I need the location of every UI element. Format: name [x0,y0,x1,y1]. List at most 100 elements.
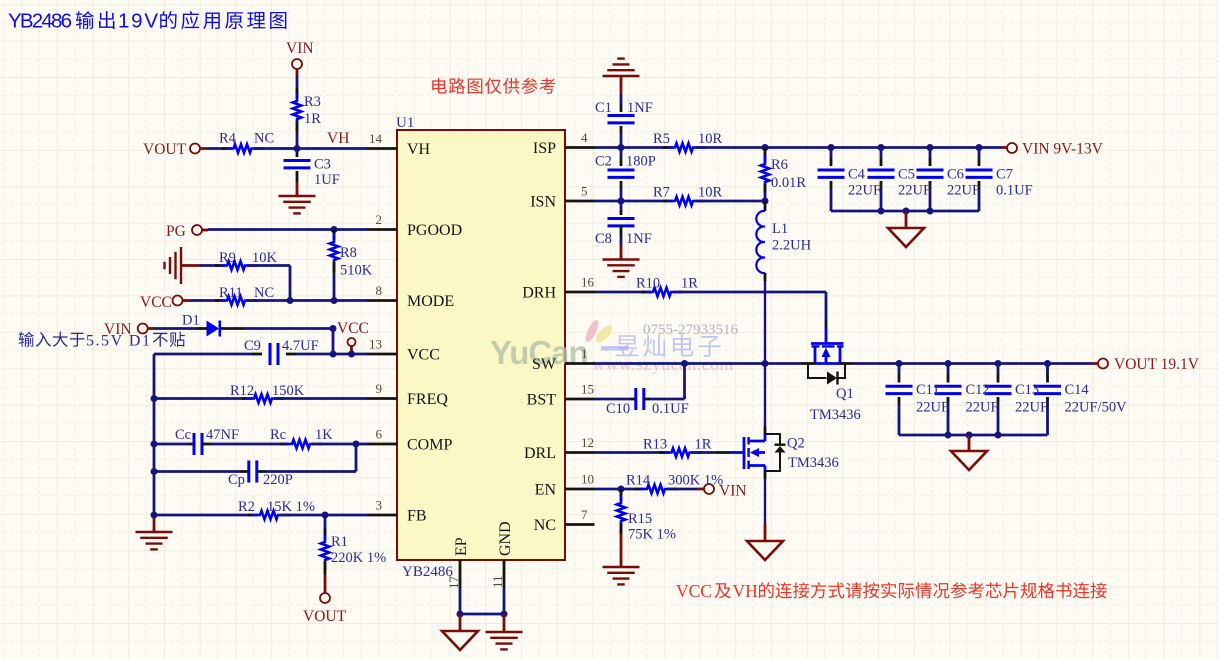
svg-text:D1: D1 [182,313,200,329]
svg-text:1: 1 [581,346,588,361]
svg-text:DRH: DRH [522,285,556,302]
svg-text:510K: 510K [340,263,373,279]
svg-text:R1: R1 [331,534,348,550]
svg-text:VCC: VCC [407,347,440,364]
svg-text:22UF: 22UF [1015,400,1048,416]
svg-text:7: 7 [581,507,588,522]
svg-text:22UF/50V: 22UF/50V [1065,400,1128,416]
svg-text:NC: NC [254,285,274,301]
svg-text:3: 3 [376,498,383,513]
svg-text:1R: 1R [695,437,712,453]
svg-text:VIN: VIN [286,40,314,57]
svg-text:C7: C7 [996,167,1013,183]
svg-text:C12: C12 [966,382,990,398]
svg-text:C3: C3 [314,157,331,173]
svg-text:GND: GND [497,521,514,556]
svg-text:C4: C4 [848,167,866,183]
svg-text:YB2486: YB2486 [402,564,453,580]
svg-text:4.7UF: 4.7UF [282,338,319,354]
svg-text:VCC: VCC [676,581,712,601]
svg-text:L1: L1 [772,221,788,237]
svg-text:1R: 1R [304,111,321,127]
svg-text:220K 1%: 220K 1% [331,550,386,566]
svg-text:22UF: 22UF [966,400,999,416]
svg-text:VH: VH [733,581,759,601]
svg-text:4: 4 [581,130,588,145]
svg-text:VOUT 19.1V: VOUT 19.1V [1114,356,1200,373]
svg-text:ISP: ISP [533,140,556,157]
svg-text:C9: C9 [244,338,261,354]
svg-text:R8: R8 [340,245,357,261]
svg-text:R12: R12 [230,383,254,399]
svg-text:VH: VH [327,130,349,147]
svg-text:COMP: COMP [407,437,452,454]
svg-text:EP: EP [453,537,470,556]
svg-text:NC: NC [254,131,274,147]
svg-text:75K 1%: 75K 1% [628,527,676,543]
svg-text:8: 8 [376,283,383,298]
svg-text:1UF: 1UF [314,172,340,188]
svg-text:220P: 220P [263,472,293,488]
svg-text:R9: R9 [219,250,236,266]
svg-text:R5: R5 [653,131,670,147]
svg-text:Rc: Rc [270,427,286,443]
svg-text:C1: C1 [595,100,612,116]
svg-text:R3: R3 [304,94,321,110]
svg-text:TM3436: TM3436 [788,455,839,471]
svg-text:FREQ: FREQ [407,391,448,408]
svg-text:SW: SW [532,356,557,373]
svg-text:11: 11 [490,575,505,588]
svg-text:R10: R10 [636,276,660,292]
svg-text:BST: BST [527,392,557,409]
svg-text:9: 9 [376,381,383,396]
svg-text:0755-27933516: 0755-27933516 [643,322,738,338]
svg-text:C14: C14 [1065,382,1090,398]
svg-text:15: 15 [581,382,594,397]
svg-text:10R: 10R [698,131,723,147]
svg-text:6: 6 [376,427,383,442]
svg-text:0.01R: 0.01R [771,175,806,191]
svg-text:150K: 150K [272,383,305,399]
svg-text:R11: R11 [219,285,243,301]
svg-text:VH: VH [407,141,431,158]
svg-text:22UF: 22UF [848,183,881,199]
svg-text:22UF: 22UF [916,400,949,416]
svg-text:2: 2 [376,212,383,227]
svg-text:0.1UF: 0.1UF [652,401,689,417]
svg-text:C6: C6 [947,167,964,183]
svg-text:10: 10 [581,472,594,487]
svg-text:Cp: Cp [228,472,245,488]
svg-text:17: 17 [446,576,461,590]
svg-text:VOUT: VOUT [303,608,347,625]
svg-text:22UF: 22UF [947,183,980,199]
svg-text:MODE: MODE [407,293,454,310]
svg-text:DRL: DRL [524,445,556,462]
svg-text:1K: 1K [315,427,333,443]
svg-text:VOUT: VOUT [143,141,187,158]
svg-text:R2: R2 [238,499,255,515]
svg-text:0.1UF: 0.1UF [996,183,1033,199]
svg-text:U1: U1 [396,115,414,131]
svg-text:VCC: VCC [140,294,172,311]
svg-text:22UF: 22UF [898,183,931,199]
svg-text:47NF: 47NF [206,427,239,443]
svg-text:R6: R6 [771,157,788,173]
svg-text:Q1: Q1 [836,386,854,402]
svg-text:R7: R7 [653,185,670,201]
svg-text:Cc: Cc [175,427,191,443]
svg-text:C13: C13 [1015,382,1039,398]
svg-text:2.2UH: 2.2UH [772,238,812,254]
svg-text:R4: R4 [219,131,237,147]
svg-text:14: 14 [369,131,383,146]
svg-text:C11: C11 [916,382,940,398]
svg-text:ISN: ISN [530,194,556,211]
svg-text:R14: R14 [626,473,651,489]
svg-text:13: 13 [369,337,382,352]
svg-text:YB2486: YB2486 [8,10,72,33]
svg-text:R13: R13 [643,437,667,453]
svg-text:5: 5 [581,184,588,199]
svg-text:300K 1%: 300K 1% [668,473,723,489]
svg-text:C10: C10 [606,401,630,417]
svg-text:180P: 180P [626,154,656,170]
svg-text:1NF: 1NF [626,231,652,247]
